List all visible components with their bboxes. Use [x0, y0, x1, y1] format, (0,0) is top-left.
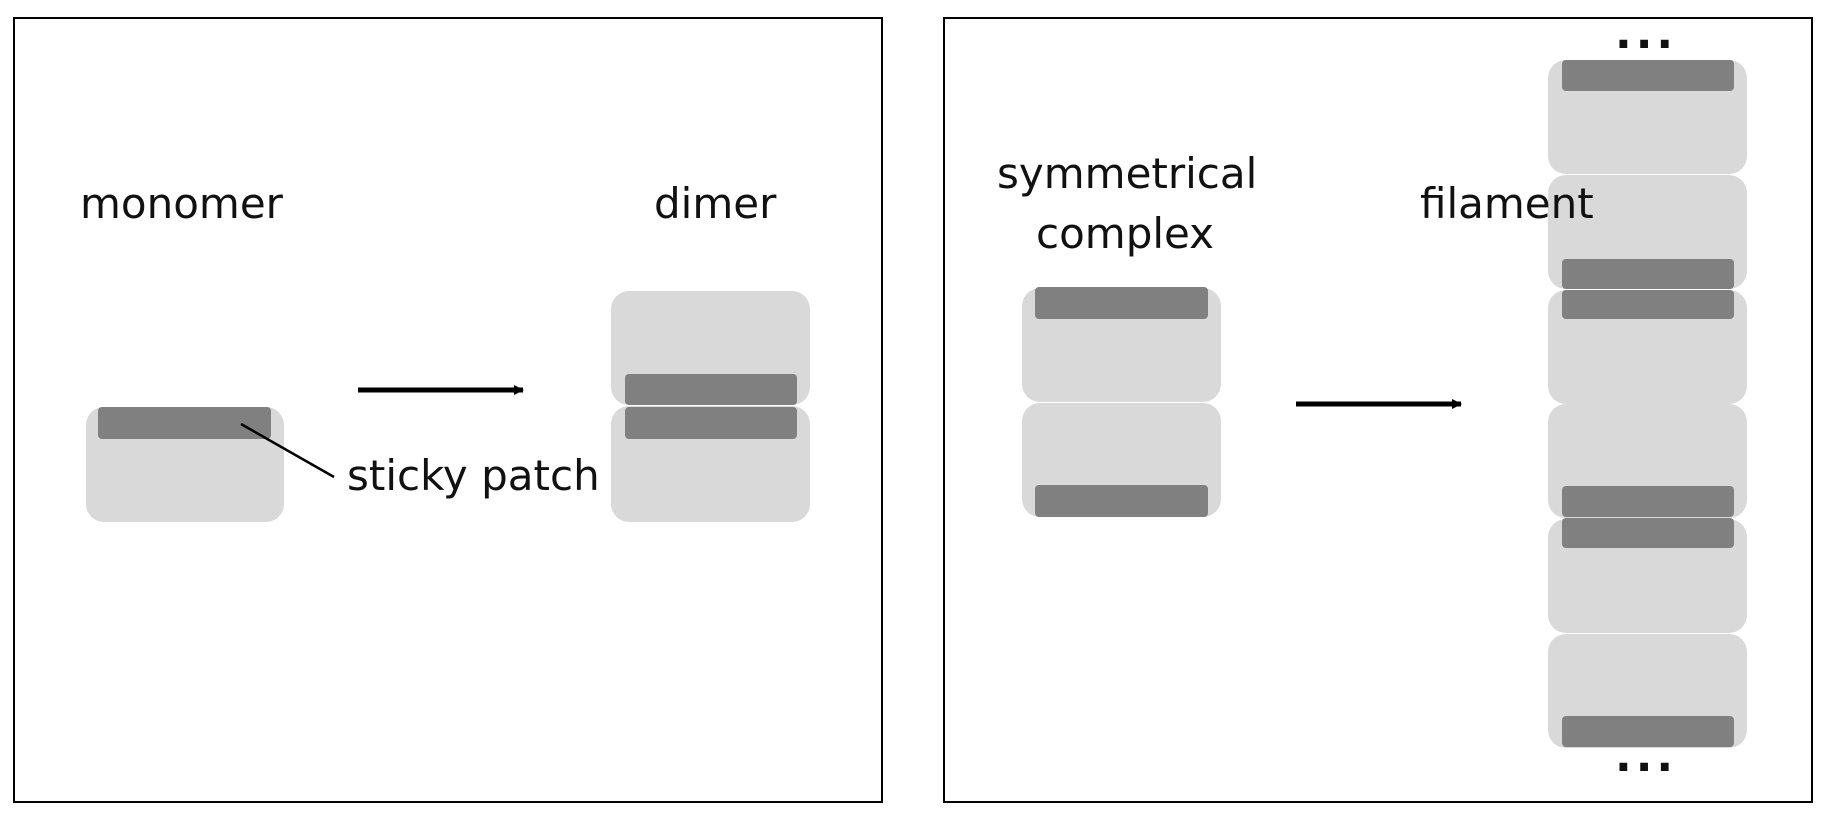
complex-patch-bottom	[1035, 485, 1208, 517]
monomer-label: monomer	[80, 179, 284, 228]
filament-patch-3	[1562, 290, 1734, 319]
filament-patch-4	[1562, 486, 1734, 517]
dimer	[611, 291, 810, 522]
filament-patch-2	[1562, 259, 1734, 289]
sticky-patch-pointer	[240, 422, 335, 479]
symmetrical-complex	[1022, 287, 1221, 517]
symmetrical-label-line1: symmetrical	[997, 149, 1257, 198]
monomer	[86, 407, 284, 522]
sticky-patch-label: sticky patch	[347, 451, 600, 500]
filament-ellipsis-bottom: ...	[1615, 731, 1677, 782]
complex-patch-top	[1035, 287, 1208, 319]
filament-patch-5	[1562, 518, 1734, 548]
dimer-label: dimer	[654, 179, 777, 228]
dimer-patch-top	[625, 374, 797, 405]
filament-label: filament	[1420, 179, 1594, 228]
right-panel: symmetrical complex	[943, 8, 1813, 803]
sticky-patch	[98, 407, 271, 439]
filament	[1548, 60, 1747, 748]
filament-patch-6	[1562, 716, 1734, 747]
filament-patch-1	[1562, 60, 1734, 91]
filament-ellipsis-top: ...	[1615, 8, 1677, 59]
symmetrical-label-line2: complex	[1036, 209, 1214, 258]
dimer-patch-bottom	[625, 407, 797, 439]
left-panel: monomer dimer sticky patch	[13, 17, 883, 803]
